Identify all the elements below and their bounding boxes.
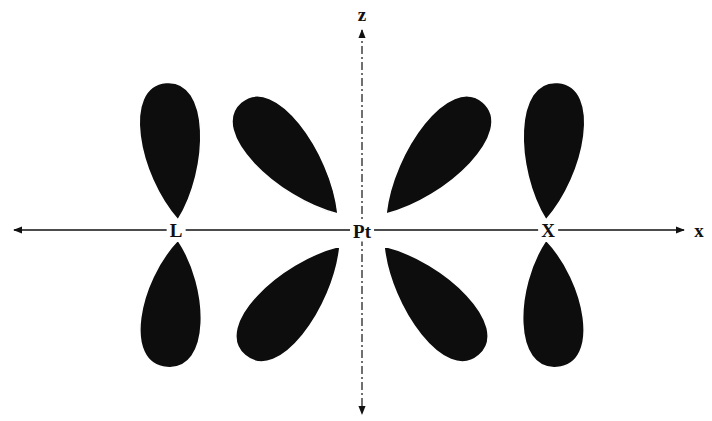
orbital-lobe — [363, 82, 506, 234]
atom-label: L — [167, 220, 186, 241]
atom-label: X — [538, 220, 558, 241]
axis-label: z — [355, 4, 369, 25]
orbital-lobe — [136, 80, 209, 223]
axis-label: x — [691, 220, 707, 241]
atom-label: Pt — [350, 221, 374, 242]
orbital-lobe — [361, 226, 502, 375]
x-axis — [14, 229, 684, 231]
orbital-lobe — [516, 237, 588, 370]
orbital-lobes — [136, 80, 589, 376]
orbital-lobe — [218, 82, 361, 234]
orbital-lobe — [136, 237, 208, 370]
orbital-lobe — [222, 226, 363, 375]
orbital-lobe — [516, 80, 589, 223]
